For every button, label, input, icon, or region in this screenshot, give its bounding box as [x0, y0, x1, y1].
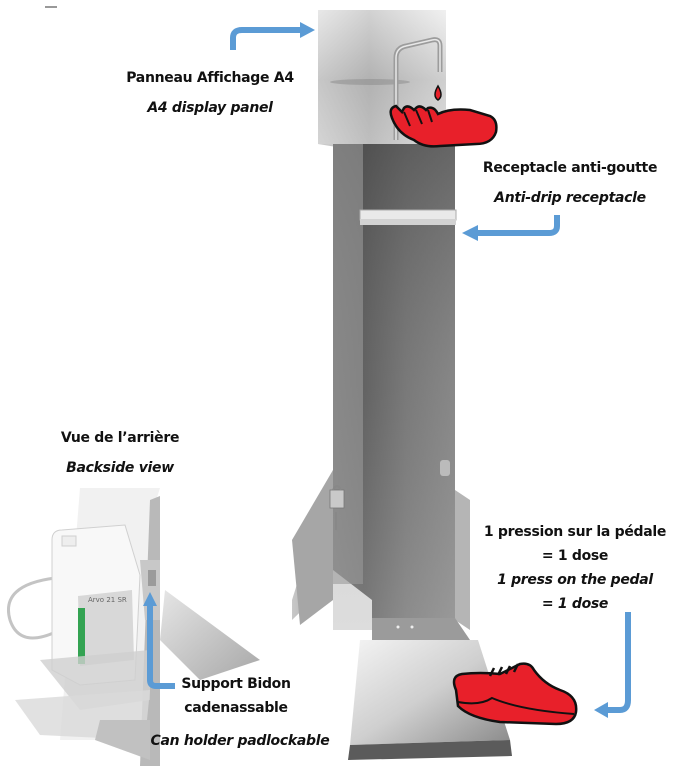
can-holder-label-fr-1: Support Bidon: [181, 676, 291, 692]
arrow-can-holder: [147, 606, 175, 689]
pedal-label-en-1: 1 press on the pedal: [497, 572, 653, 588]
shoe-icon: [452, 662, 578, 726]
backside-label-en: Backside view: [66, 460, 174, 476]
corner-mark: [45, 6, 57, 8]
jug-label: Arvo 21 SR: [88, 596, 127, 604]
foot-pedal: [350, 640, 510, 745]
backside-photo: Arvo 21 SR: [7, 488, 260, 766]
backside-label-fr: Vue de l’arrière: [60, 430, 180, 446]
arrow-receptacle: [478, 215, 560, 236]
display-panel-label-en: A4 display panel: [147, 100, 273, 116]
drip-receptacle: [359, 209, 457, 221]
can-holder-label-fr-2: cadenassable: [184, 700, 288, 716]
receptacle-label-en: Anti-drip receptacle: [494, 190, 646, 206]
pedal-label-fr-2: = 1 dose: [541, 548, 609, 564]
arrow-display-panel: [230, 27, 300, 50]
arrow-pedal: [608, 612, 631, 713]
pedal-label-en-2: = 1 dose: [541, 596, 609, 612]
display-panel-label-fr: Panneau Affichage A4: [126, 70, 294, 86]
hand-drop-icon: [389, 84, 498, 148]
arrows: [143, 22, 631, 718]
padlock: [329, 489, 345, 509]
pedal-label-fr-1: 1 pression sur la pédale: [483, 524, 667, 540]
can-holder-label-en: Can holder padlockable: [150, 733, 330, 749]
receptacle-label-fr: Receptacle anti-goutte: [482, 160, 658, 176]
